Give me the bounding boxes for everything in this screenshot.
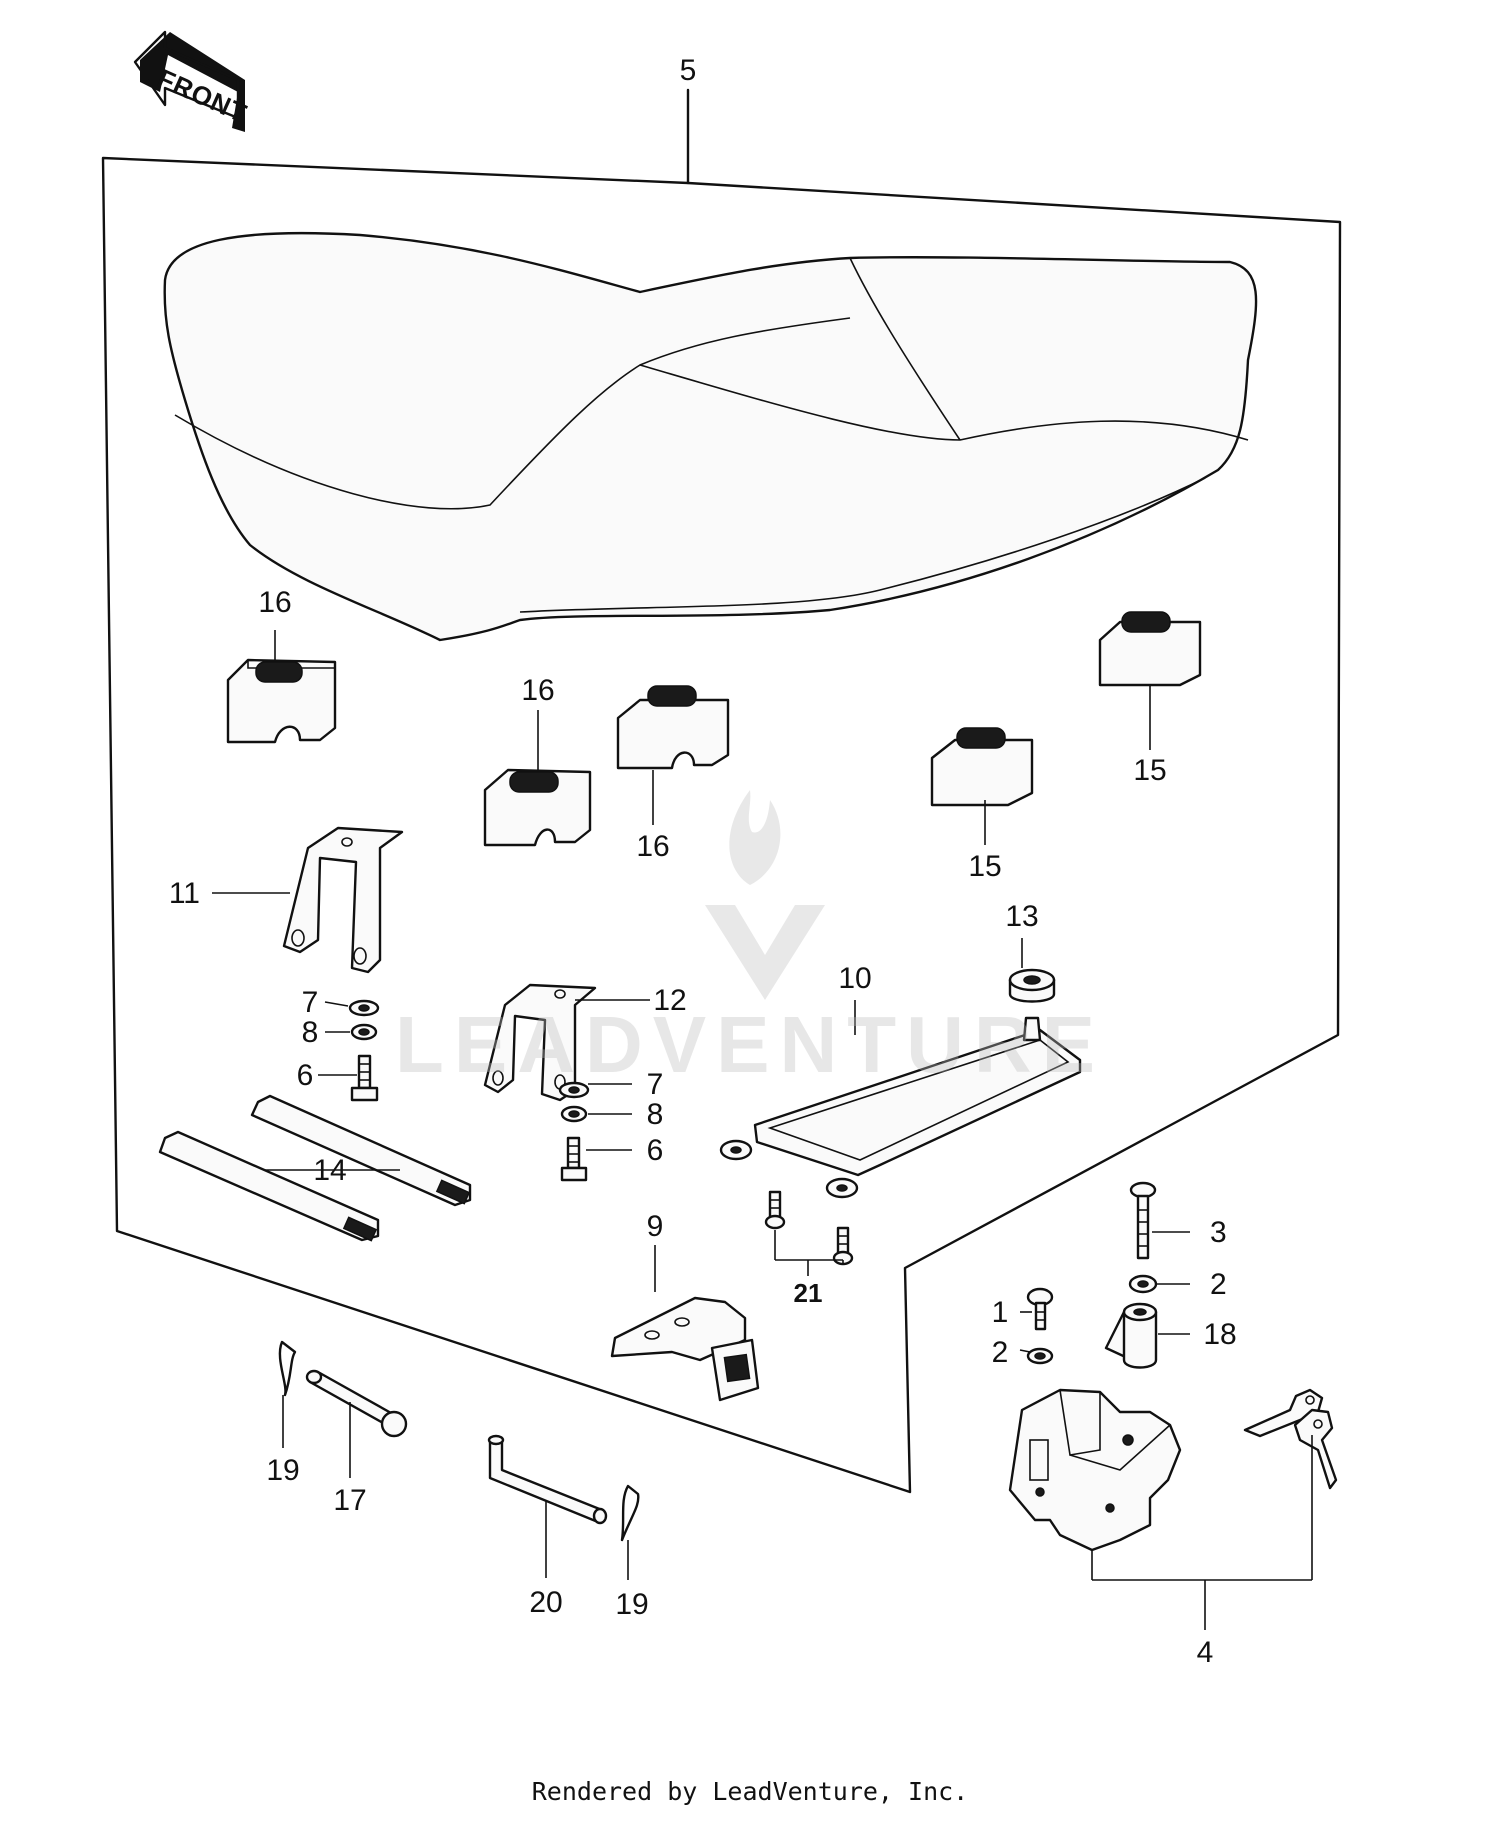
grommet-13 (1008, 968, 1056, 1042)
bolt-6a (350, 1054, 379, 1102)
callout-6b: 6 (647, 1134, 664, 1167)
callout-4: 4 (1197, 1636, 1214, 1669)
screw-21b (832, 1226, 854, 1266)
rubber-damper-16c (616, 685, 730, 770)
rubber-damper-16b (483, 768, 592, 847)
rubber-damper-15b (1098, 611, 1202, 687)
callout-7b: 7 (647, 1068, 664, 1101)
callout-18: 18 (1203, 1318, 1236, 1351)
callout-15a: 15 (968, 850, 1001, 883)
rubber-damper-16a (226, 658, 337, 744)
screw-1 (1026, 1287, 1054, 1331)
lock-base-18 (1104, 1302, 1158, 1369)
bolt-6b (560, 1136, 588, 1182)
front-direction-arrow-icon: FRONT (133, 30, 252, 132)
retaining-clip-19b (620, 1484, 640, 1542)
callout-9: 9 (647, 1210, 664, 1243)
callout-labels: 16 16 16 15 15 11 7 8 6 12 7 8 6 14 13 1… (169, 586, 1237, 1669)
callout-19b: 19 (615, 1588, 648, 1621)
strap-14a (250, 1094, 472, 1207)
callout-3: 3 (1210, 1216, 1227, 1249)
callout-16b: 16 (521, 674, 554, 707)
callout-2a: 2 (1210, 1268, 1227, 1301)
lock-washer-8b (560, 1105, 588, 1123)
callout-6a: 6 (297, 1059, 314, 1092)
screw-3 (1129, 1181, 1157, 1260)
strap-14b (158, 1130, 380, 1242)
watermark-text: LEADVENTURE (395, 1000, 1105, 1089)
callout-20: 20 (529, 1586, 562, 1619)
washer-2b (1026, 1347, 1054, 1365)
render-credit: Rendered by LeadVenture, Inc. (532, 1777, 969, 1806)
callout-13: 13 (1005, 900, 1038, 933)
washer-7a (348, 999, 380, 1017)
leader-lines (212, 630, 1313, 1630)
key-set-icon (1243, 1388, 1338, 1490)
rubber-damper-15a (930, 727, 1034, 807)
callout-14: 14 (313, 1154, 346, 1187)
washer-2a (1128, 1274, 1158, 1294)
seat-lock-4 (1008, 1388, 1182, 1552)
washer-7b (558, 1081, 590, 1099)
watermark: LEADVENTURE (395, 790, 1105, 1089)
callout-12: 12 (653, 984, 686, 1017)
seat-bracket-12 (483, 983, 597, 1102)
callout-21: 21 (794, 1278, 823, 1308)
tool-tray-10 (719, 1028, 1082, 1199)
callout-16a: 16 (258, 586, 291, 619)
callout-8b: 8 (647, 1098, 664, 1131)
callout-2b: 2 (992, 1336, 1009, 1369)
callout-19a: 19 (266, 1454, 299, 1487)
flame-logo-icon (729, 790, 781, 885)
callout-17: 17 (333, 1484, 366, 1517)
callout-7a: 7 (302, 986, 319, 1019)
l-rod-20 (487, 1434, 608, 1525)
seat-bracket-11 (282, 826, 404, 974)
lock-washer-8a (350, 1023, 378, 1041)
callout-8a: 8 (302, 1016, 319, 1049)
retaining-clip-19a (278, 1340, 297, 1397)
seat-illustration (163, 231, 1258, 642)
hinge-pin-17 (305, 1369, 408, 1438)
callout-15b: 15 (1133, 754, 1166, 787)
callout-11: 11 (169, 877, 200, 910)
screw-21a (764, 1190, 786, 1230)
callout-1: 1 (992, 1296, 1009, 1329)
callout-10: 10 (838, 962, 871, 995)
hook-bracket-9 (610, 1296, 760, 1402)
seat-assembly-outline (101, 156, 1342, 1494)
callout-16c: 16 (636, 830, 669, 863)
callout-5: 5 (680, 54, 697, 87)
